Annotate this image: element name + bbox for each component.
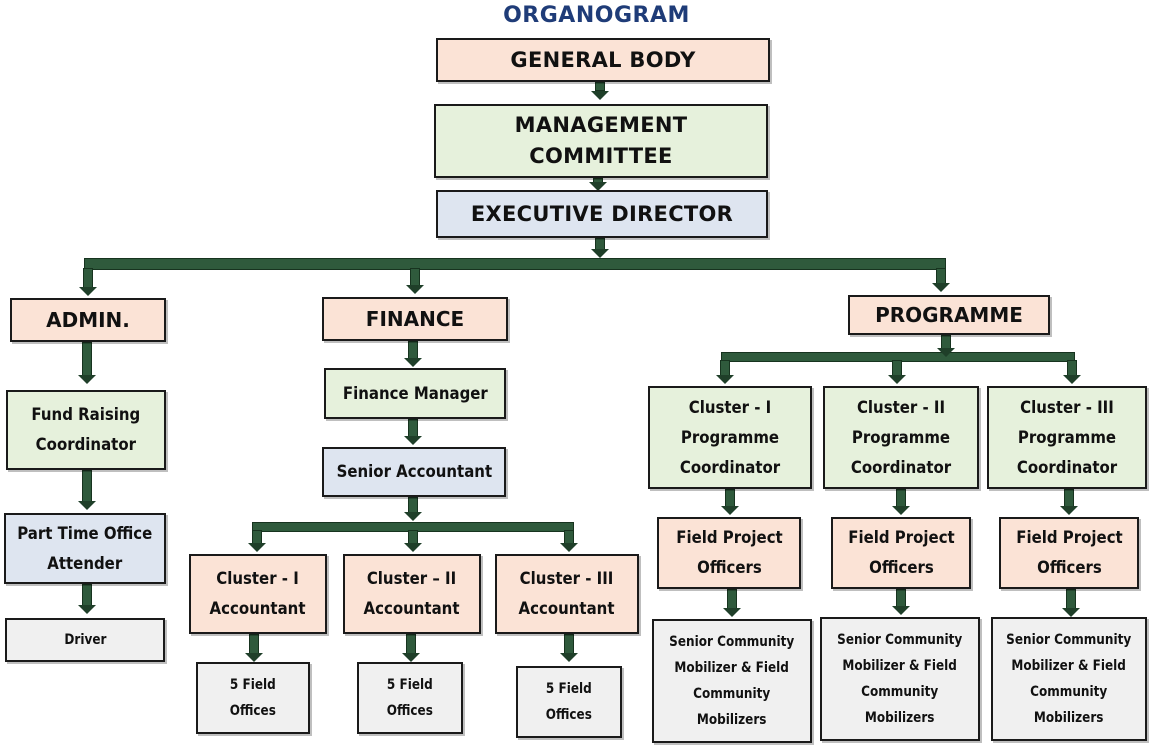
node-general-body: GENERAL BODY	[436, 38, 770, 82]
node-field-offices-3-label: 5 Field Offices	[545, 681, 593, 723]
node-finance-manager-label: Finance Manager	[342, 383, 488, 404]
node-senior-accountant: Senior Accountant	[322, 447, 506, 497]
node-community-mobilizers-3: Senior Community Mobilizer & Field Commu…	[991, 617, 1147, 741]
node-executive-director: EXECUTIVE DIRECTOR	[436, 190, 768, 238]
node-field-offices-3: 5 Field Offices	[516, 666, 622, 738]
node-admin-label: ADMIN.	[46, 308, 130, 332]
node-driver-label: Driver	[63, 632, 107, 648]
node-community-mobilizers-3-label: Senior Community Mobilizer & Field Commu…	[1006, 632, 1132, 726]
node-field-project-officers-2: Field Project Officers	[831, 517, 971, 589]
node-part-time-office-attender-label: Part Time Office Attender	[17, 523, 153, 574]
node-part-time-office-attender: Part Time Office Attender	[4, 513, 166, 584]
node-cluster-1-coordinator-label: Cluster - I Programme Coordinator	[679, 397, 781, 478]
node-executive-director-label: EXECUTIVE DIRECTOR	[470, 201, 734, 226]
node-management-committee: MANAGEMENT COMMITTEE	[434, 104, 768, 178]
node-programme-label: PROGRAMME	[875, 303, 1023, 327]
node-community-mobilizers-1-label: Senior Community Mobilizer & Field Commu…	[669, 634, 795, 728]
node-finance: FINANCE	[322, 297, 508, 341]
node-cluster-3-accountant: Cluster - III Accountant	[495, 554, 639, 634]
node-cluster-1-accountant-label: Cluster - I Accountant	[210, 569, 306, 619]
node-cluster-3-accountant-label: Cluster - III Accountant	[519, 569, 615, 619]
connector-bar-director	[84, 258, 946, 270]
node-cluster-1-coordinator: Cluster - I Programme Coordinator	[648, 386, 812, 489]
node-field-offices-2: 5 Field Offices	[357, 662, 463, 734]
node-fund-raising-coordinator: Fund Raising Coordinator	[6, 390, 166, 470]
node-general-body-label: GENERAL BODY	[510, 47, 696, 72]
node-field-project-officers-1: Field Project Officers	[657, 517, 801, 589]
node-management-committee-label: MANAGEMENT COMMITTEE	[514, 113, 688, 168]
node-cluster-1-accountant: Cluster - I Accountant	[189, 554, 327, 634]
node-community-mobilizers-2: Senior Community Mobilizer & Field Commu…	[820, 617, 980, 741]
node-finance-manager: Finance Manager	[324, 368, 506, 419]
node-admin: ADMIN.	[10, 298, 166, 342]
node-field-offices-1-label: 5 Field Offices	[229, 677, 277, 719]
node-cluster-2-accountant-label: Cluster – II Accountant	[364, 569, 460, 619]
node-field-offices-2-label: 5 Field Offices	[386, 677, 434, 719]
node-field-offices-1: 5 Field Offices	[196, 662, 310, 734]
node-field-project-officers-3: Field Project Officers	[999, 517, 1139, 589]
node-programme: PROGRAMME	[848, 295, 1050, 335]
node-cluster-2-coordinator: Cluster - II Programme Coordinator	[823, 386, 979, 489]
node-field-project-officers-3-label: Field Project Officers	[1015, 528, 1123, 578]
node-driver: Driver	[5, 618, 165, 662]
node-finance-label: FINANCE	[365, 307, 465, 331]
node-community-mobilizers-2-label: Senior Community Mobilizer & Field Commu…	[837, 632, 963, 726]
node-fund-raising-coordinator-label: Fund Raising Coordinator	[31, 405, 141, 455]
node-field-project-officers-2-label: Field Project Officers	[847, 528, 955, 578]
node-cluster-2-accountant: Cluster – II Accountant	[343, 554, 481, 634]
node-community-mobilizers-1: Senior Community Mobilizer & Field Commu…	[652, 619, 812, 743]
node-cluster-2-coordinator-label: Cluster - II Programme Coordinator	[850, 397, 952, 478]
node-cluster-3-coordinator-label: Cluster - III Programme Coordinator	[1016, 397, 1118, 478]
node-field-project-officers-1-label: Field Project Officers	[675, 528, 783, 578]
page-title: ORGANOGRAM	[503, 3, 690, 28]
node-cluster-3-coordinator: Cluster - III Programme Coordinator	[987, 386, 1147, 489]
node-senior-accountant-label: Senior Accountant	[336, 462, 492, 482]
